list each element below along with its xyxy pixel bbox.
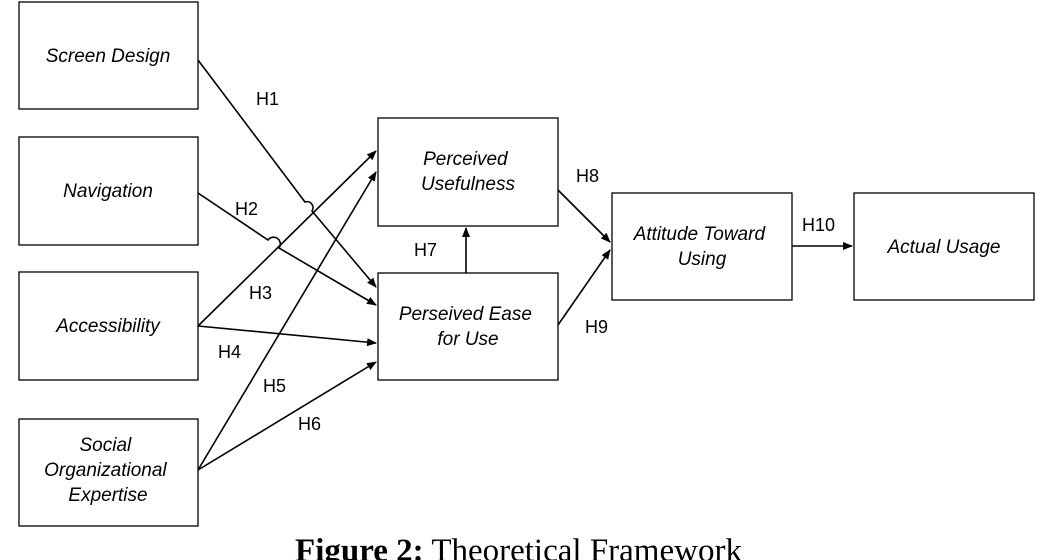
accessibility-box bbox=[18, 271, 199, 381]
h2-arrow bbox=[197, 192, 377, 306]
h4-label: H4 bbox=[218, 342, 241, 362]
h6-arrow bbox=[197, 361, 377, 471]
accessibility-label: Accessibility bbox=[55, 316, 161, 337]
h4-arrow bbox=[197, 325, 377, 347]
navigation-box bbox=[18, 136, 199, 246]
h3-label: H3 bbox=[249, 283, 272, 303]
h3-arrow bbox=[197, 150, 377, 327]
perceived-ease-of-use-box bbox=[377, 272, 559, 381]
h8-arrow bbox=[557, 189, 611, 243]
navigation-label: Navigation bbox=[63, 181, 153, 202]
h7-label: H7 bbox=[414, 240, 437, 260]
figure-caption: Figure 2: Theoretical Framework bbox=[0, 529, 1037, 560]
attitude-toward-using-box bbox=[611, 192, 793, 301]
h6-label: H6 bbox=[298, 414, 321, 434]
actual-usage-box bbox=[853, 192, 1035, 301]
h1-label: H1 bbox=[256, 89, 279, 109]
screen-design-label: Screen Design bbox=[46, 46, 171, 67]
h1-arrow bbox=[197, 59, 377, 288]
actual-usage-label: Actual Usage bbox=[886, 237, 1000, 258]
h2-label: H2 bbox=[235, 199, 258, 219]
attitude-toward-using-label: Attitude Toward Using bbox=[633, 224, 771, 270]
h8-label: H8 bbox=[576, 166, 599, 186]
perceived-usefulness-label: Perceived Usefulness bbox=[421, 149, 515, 195]
h5-arrow bbox=[197, 171, 377, 471]
perceived-ease-of-use-label: Perseived Ease for Use bbox=[399, 304, 537, 350]
social-organizational-expertise-label: Social Organizational Expertise bbox=[44, 435, 172, 506]
h9-label: H9 bbox=[585, 317, 608, 337]
social-organizational-expertise-box bbox=[18, 418, 199, 527]
h9-arrow bbox=[557, 249, 611, 326]
h5-label: H5 bbox=[263, 376, 286, 396]
caption-text: Theoretical Framework bbox=[423, 533, 742, 560]
caption-prefix: Figure 2: bbox=[295, 533, 424, 560]
perceived-usefulness-box bbox=[377, 117, 559, 227]
h10-label: H10 bbox=[802, 215, 835, 235]
screen-design-box bbox=[18, 1, 199, 110]
